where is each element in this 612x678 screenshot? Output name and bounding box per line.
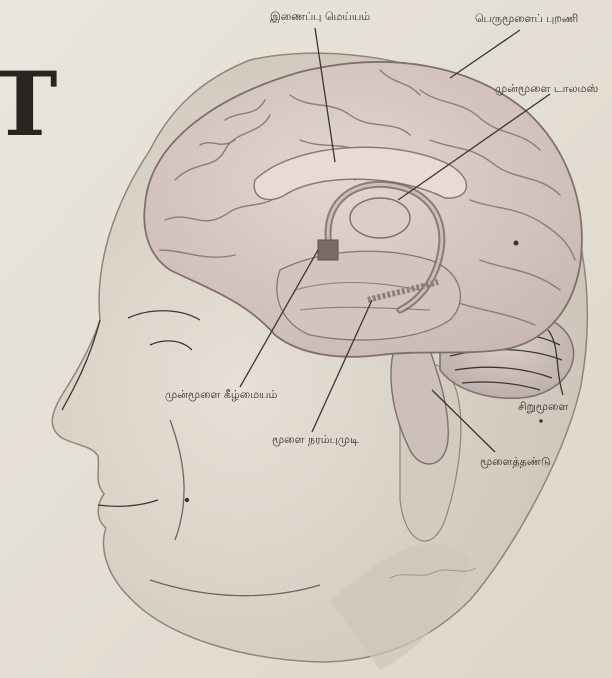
label-upper-right: முன்மூளை டாலமஸ் [495, 82, 598, 95]
label-top-center: இணைப்பு மெய்யம் [270, 10, 370, 23]
label-right: சிறுமூளை [518, 400, 568, 413]
label-mid-left: முன்மூளை கீழ்மையம் [165, 388, 277, 401]
face-mole-dot [185, 498, 189, 502]
label-mark-dot [539, 419, 543, 423]
label-bottom-right: மூளைத்தண்டு [480, 455, 551, 468]
label-lower-mid: மூளை நரம்புமுடி [272, 433, 359, 446]
marker-dot [514, 241, 519, 246]
label-top-right: பெருமூளைப் புறணி [475, 12, 578, 25]
temporal-lobe-illustration [277, 251, 461, 340]
edge-glyph: T [0, 52, 57, 156]
hypothalamus-illustration [318, 240, 338, 260]
thalamus-illustration [350, 198, 410, 238]
